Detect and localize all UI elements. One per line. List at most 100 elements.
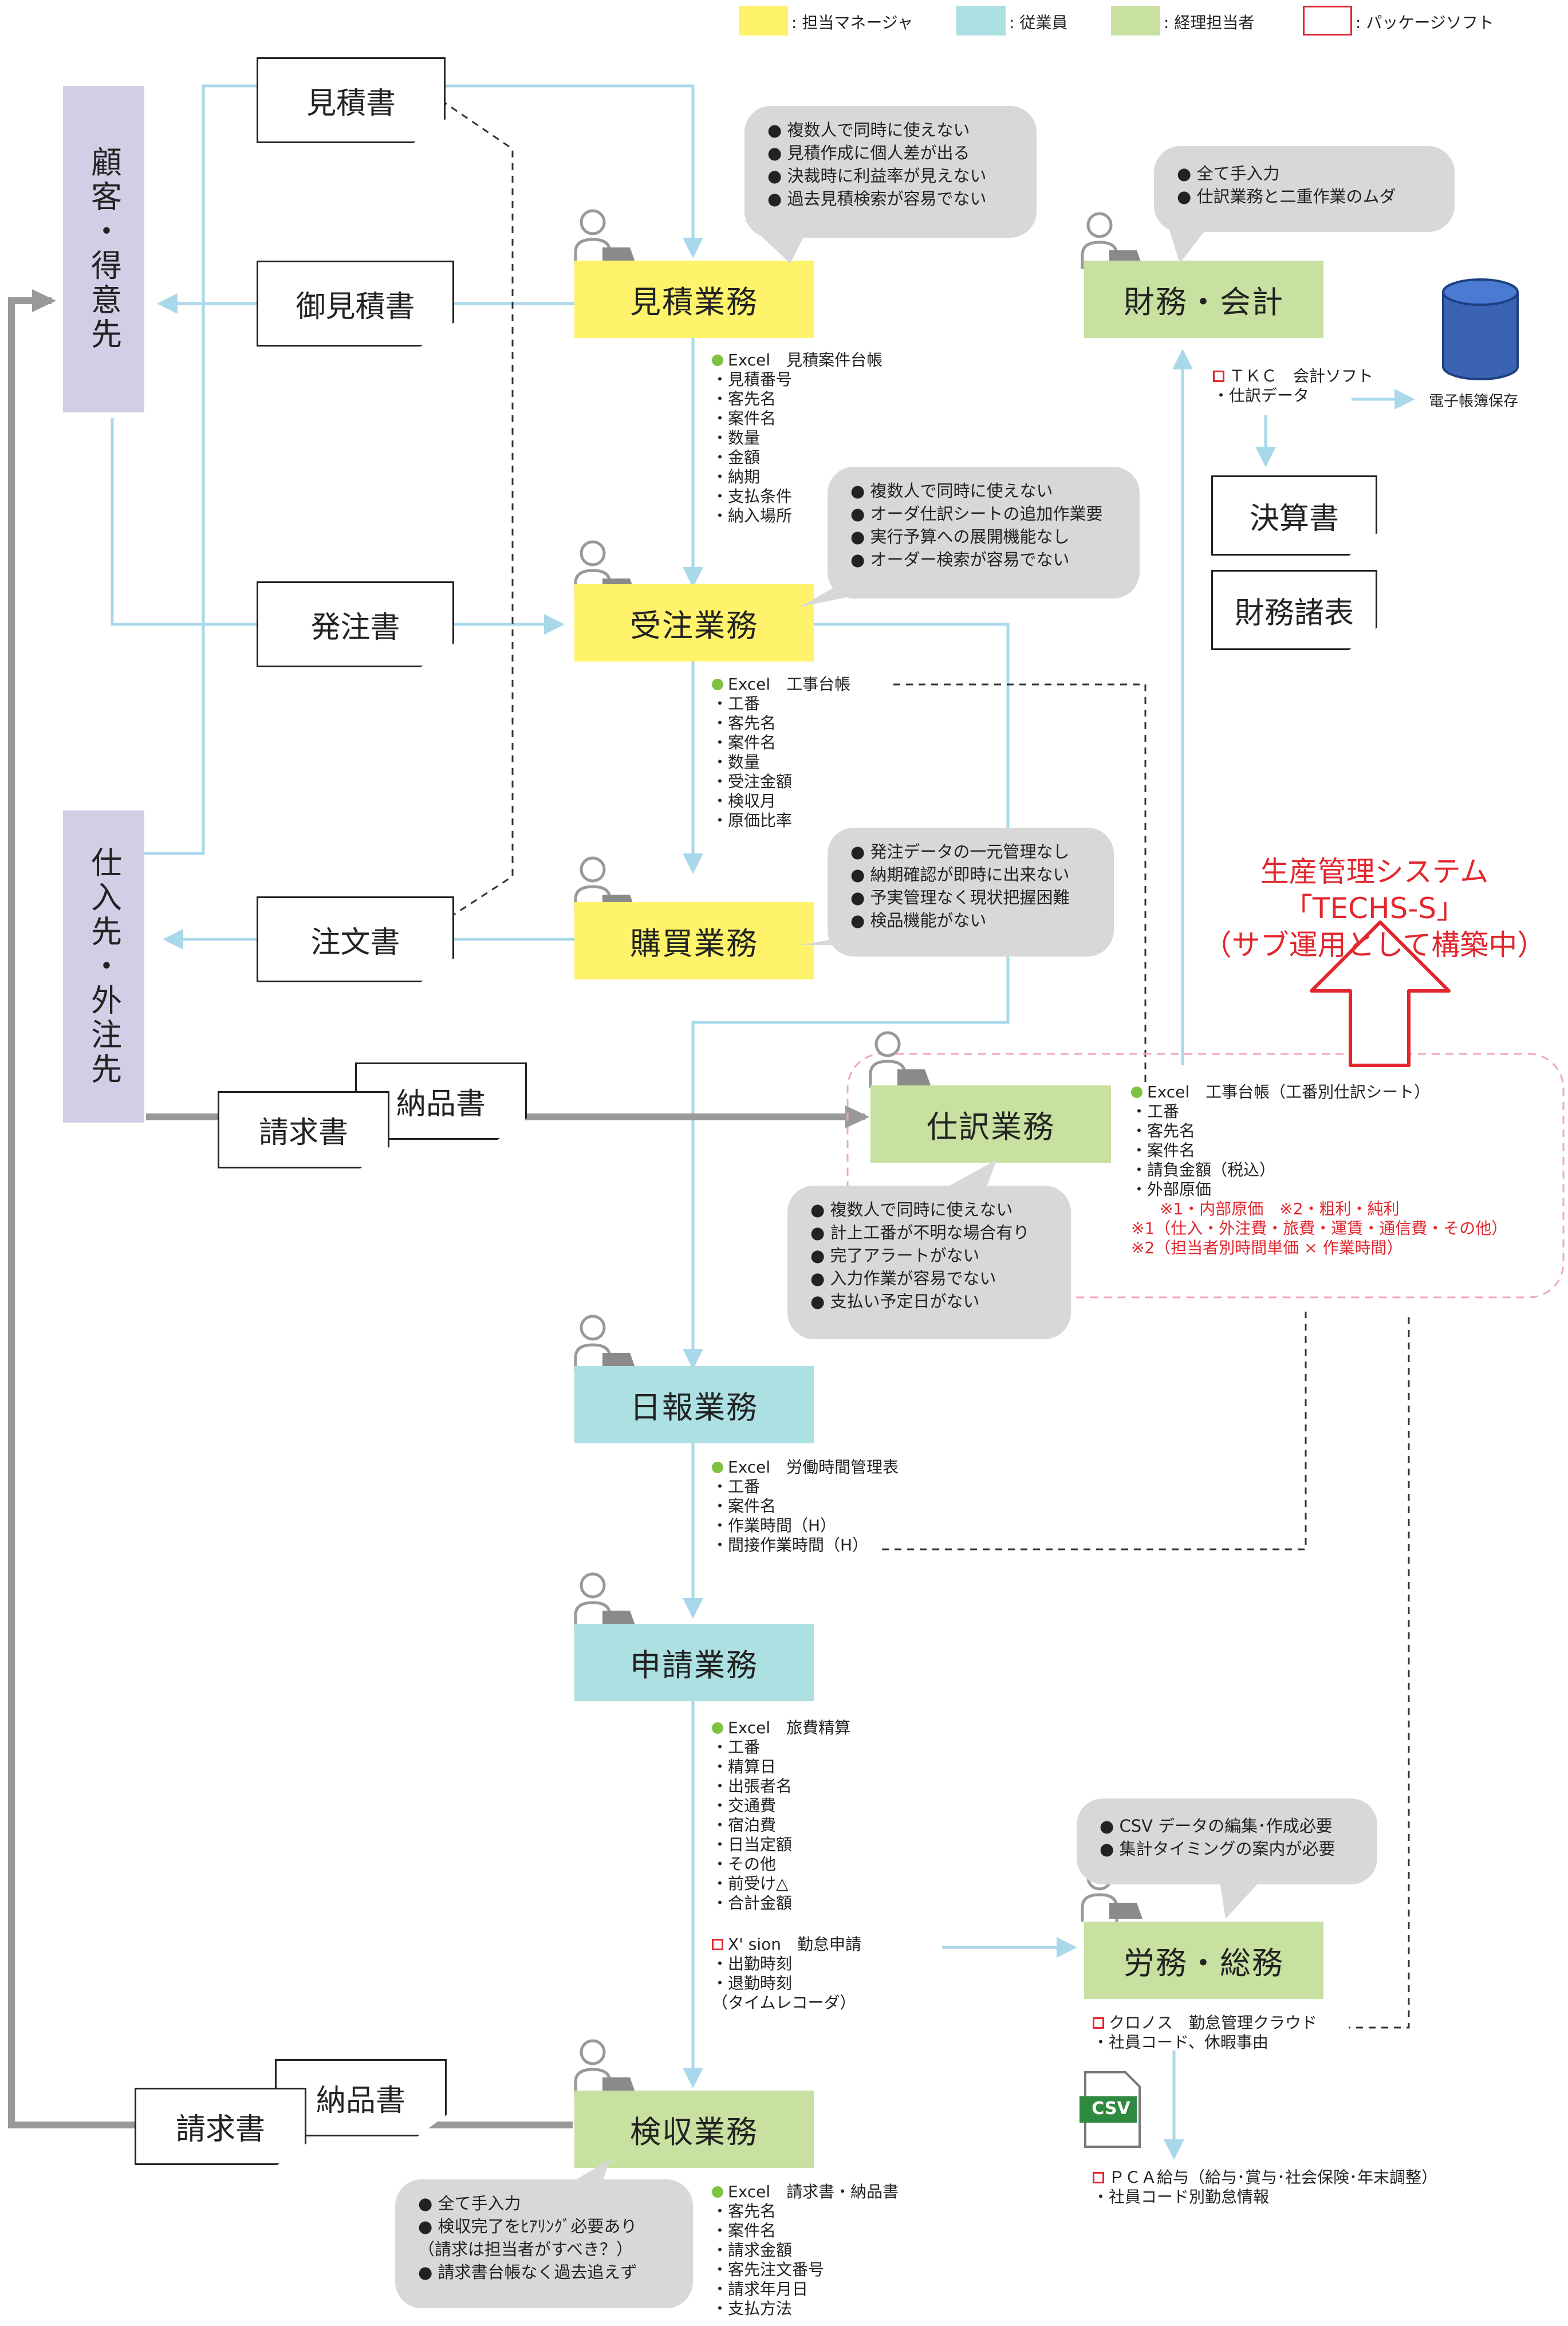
green-dot-icon (712, 1722, 723, 1734)
data-attendance: X' sion 勤怠申請 ・出勤時刻 ・退勤時刻 （タイムレコーダ） (712, 1935, 861, 2013)
data-item: ・数量 (712, 428, 761, 447)
data-title: クロノス 勤怠管理クラウド (1109, 2013, 1318, 2032)
data-tkc: ＴＫＣ 会計ソフト ・仕訳データ (1213, 367, 1373, 406)
data-item: ・前受け△ (712, 1874, 789, 1893)
green-dot-icon (712, 1462, 723, 1473)
person-icon (869, 1031, 931, 1088)
data-item: ・案件名 (1131, 1141, 1196, 1160)
process-finance: 財務・会計 (1084, 261, 1323, 338)
settlement-doc: 決算書 (1211, 475, 1377, 556)
data-title: Excel 工事台帳 (728, 675, 851, 694)
bubble-line: ● 複数人で同時に使えない (850, 481, 1053, 501)
red-square-icon (712, 1939, 723, 1950)
data-item: （タイムレコーダ） (712, 1993, 856, 2012)
bubble-line: ● 全て手入力 (1177, 164, 1280, 183)
process-daily-report: 日報業務 (574, 1366, 814, 1443)
invoice-doc-1: 請求書 (218, 1091, 389, 1168)
bubble-line: （請求は担当者がすべき？） (418, 2240, 633, 2259)
data-item: ・納期 (712, 467, 761, 486)
data-item: ・仕訳データ (1213, 386, 1310, 405)
supplier-box: 仕入先・外注先 (63, 810, 144, 1123)
data-red-item: ※2（担当者別時間単価 × 作業時間） (1131, 1238, 1403, 1257)
data-item: ・案件名 (712, 733, 777, 752)
bubble-line: ● 実行予算への展開機能なし (850, 527, 1070, 546)
green-dot-icon (712, 679, 723, 690)
data-item: ・日当定額 (712, 1835, 793, 1854)
data-title: ＴＫＣ 会計ソフト (1229, 367, 1374, 385)
green-dot-icon (712, 355, 723, 366)
data-estimate: Excel 見積案件台帳 ・見積番号 ・客先名 ・案件名 ・数量 ・金額 ・納期… (712, 351, 883, 526)
bubble-journal: ● 複数人で同時に使えない ● 計上工番が不明な場合有り ● 完了アラートがない… (787, 1186, 1071, 1339)
order-form-doc: 発注書 (257, 581, 454, 667)
data-item: ・交通費 (712, 1796, 777, 1815)
green-dot-icon (1131, 1087, 1142, 1098)
bubble-inspection: ● 全て手入力 ● 検収完了をﾋｱﾘﾝｸﾞ必要あり （請求は担当者がすべき？） … (395, 2179, 693, 2308)
bubble-line: ● 集計タイミングの案内が必要 (1100, 1839, 1335, 1859)
bubble-order-receive: ● 複数人で同時に使えない ● オーダ仕訳シートの追加作業要 ● 実行予算への展… (828, 467, 1140, 599)
data-item: ・出勤時刻 (712, 1954, 793, 1973)
data-title: Excel 請求書・納品書 (728, 2182, 899, 2201)
red-square-icon (1093, 2017, 1104, 2029)
data-title: ＰＣＡ給与（給与･賞与･社会保険･年末調整） (1109, 2168, 1438, 2187)
data-item: ・退勤時刻 (712, 1974, 793, 1993)
invoice-doc-2: 請求書 (135, 2088, 306, 2165)
legend-employee-swatch (956, 6, 1006, 36)
bubble-line: ● 計上工番が不明な場合有り (810, 1223, 1030, 1242)
data-item: ・出張者名 (712, 1777, 793, 1796)
bubble-line: ● 完了アラートがない (810, 1246, 980, 1265)
bubble-line: ● 予実管理なく現状把握困難 (850, 888, 1070, 907)
legend-employee-label: : 従業員 (1009, 13, 1068, 32)
data-inspection: Excel 請求書・納品書 ・客先名 ・案件名 ・請求金額 ・客先注文番号 ・請… (712, 2182, 899, 2319)
bubble-estimate: ● 複数人で同時に使えない ● 見積作成に個人差が出る ● 決裁時に利益率が見え… (744, 106, 1037, 238)
data-item: ・客先名 (712, 389, 777, 408)
purchase-order-doc: 注文書 (257, 896, 454, 982)
data-application: Excel 旅費精算 ・工番 ・精算日 ・出張者名 ・交通費 ・宿泊費 ・日当定… (712, 1718, 850, 1913)
bubble-purchase: ● 発注データの一元管理なし ● 納期確認が即時に出来ない ● 予実管理なく現状… (828, 828, 1114, 957)
data-item: ・その他 (712, 1855, 777, 1874)
data-journal: Excel 工事台帳（工番別仕訳シート） ・工番 ・客先名 ・案件名 ・請負金額… (1131, 1083, 1507, 1258)
data-item: ・客先注文番号 (712, 2260, 825, 2279)
data-kronos: クロノス 勤怠管理クラウド ・社員コード、休暇事由 (1093, 2013, 1317, 2052)
bubble-line: ● 支払い予定日がない (810, 1292, 980, 1311)
data-item: ・請求金額 (712, 2241, 793, 2260)
statements-doc: 財務諸表 (1211, 570, 1377, 650)
person-icon (574, 1314, 636, 1372)
process-inspection: 検収業務 (574, 2091, 814, 2168)
data-item: ・金額 (712, 448, 761, 467)
bubble-line: ● 納期確認が即時に出来ない (850, 865, 1070, 884)
techs-line: （サブ運用として構築中） (1203, 928, 1546, 962)
data-item: ・案件名 (712, 409, 777, 428)
data-title: Excel 工事台帳（工番別仕訳シート） (1147, 1083, 1431, 1101)
bubble-line: ● 複数人で同時に使えない (767, 120, 970, 140)
bubble-finance: ● 全て手入力 ● 仕訳業務と二重作業のムダ (1154, 146, 1455, 232)
person-icon (574, 2039, 636, 2096)
bubble-line: ● 請求書台帳なく過去追えず (418, 2262, 637, 2282)
data-item: ・社員コード別勤怠情報 (1093, 2187, 1270, 2206)
process-order-receive: 受注業務 (574, 584, 814, 662)
legend-package-swatch (1303, 6, 1352, 36)
data-item: ・支払方法 (712, 2299, 793, 2318)
estimate-doc: 見積書 (257, 57, 446, 143)
data-item: ・客先名 (712, 714, 777, 733)
data-item: ・納入場所 (712, 506, 793, 525)
data-item: ・請求年月日 (712, 2280, 809, 2299)
legend-accounting-label: : 経理担当者 (1164, 13, 1255, 32)
data-item: ・宿泊費 (712, 1816, 777, 1835)
bubble-line: ● 発注データの一元管理なし (850, 842, 1070, 861)
data-item: ・外部原価 (1131, 1180, 1212, 1199)
data-title: Excel 見積案件台帳 (728, 351, 883, 369)
csv-icon: CSV (1092, 2099, 1130, 2119)
bubble-labor: ● CSV データの編集･作成必要 ● 集計タイミングの案内が必要 (1077, 1798, 1377, 1884)
techs-heading: 生産管理システム 「TECHS-S」 （サブ運用として構築中） (1203, 853, 1546, 963)
bubble-line: ● 入力作業が容易でない (810, 1269, 996, 1288)
red-square-icon (1213, 371, 1224, 382)
techs-line: 生産管理システム (1260, 855, 1489, 888)
data-item: ・工番 (712, 1477, 761, 1496)
data-item: ・作業時間（H） (712, 1516, 837, 1535)
bubble-line: ● 決裁時に利益率が見えない (767, 166, 987, 186)
process-journal: 仕訳業務 (870, 1085, 1111, 1163)
bubble-line: ● 複数人で同時に使えない (810, 1200, 1013, 1219)
bubble-line: ● 仕訳業務と二重作業のムダ (1177, 187, 1396, 206)
